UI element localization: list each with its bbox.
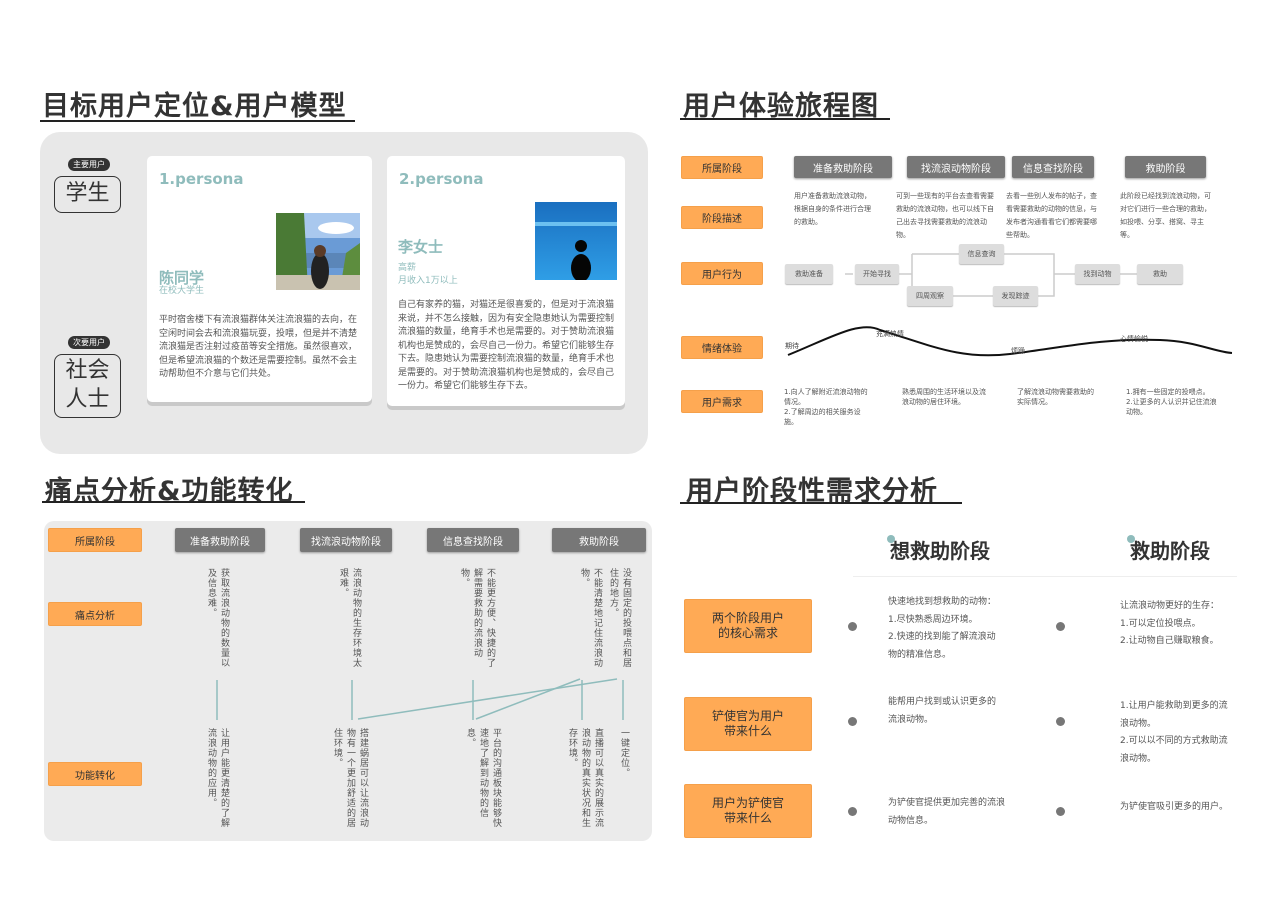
persona-description: 平时宿舍楼下有流浪猫群体关注流浪猫的去向，在空闲时间会去和流浪猫玩耍，投喂，但是… xyxy=(159,315,358,379)
persona-title: 2.persona xyxy=(399,170,484,188)
needs-section-title: 用户阶段性需求分析 xyxy=(686,476,938,507)
needs-cell: 能帮用户找到或认识更多的流浪动物。 xyxy=(888,697,997,725)
persona-income: 月收入1万以上 xyxy=(398,276,458,286)
pain-label-function: 功能转化 xyxy=(48,762,142,786)
action-observe: 四周观察 xyxy=(907,286,953,306)
column-header-want-rescue: 想救助阶段 xyxy=(890,539,990,563)
persona-description: 自己有家养的猫，对猫还是很喜爱的，但是对于流浪猫来说，并不怎么接触，因为有安全隐… xyxy=(398,300,615,391)
persona-title: 1.persona xyxy=(159,170,244,188)
action-rescue: 救助 xyxy=(1137,264,1183,284)
pain-stage-rescue: 救助阶段 xyxy=(552,528,646,552)
pain-point: 不能清楚地记住流浪动物。 xyxy=(579,568,602,668)
persona-section-title: 目标用户定位&用户模型 xyxy=(42,91,347,122)
persona-occupation: 在校大学生 xyxy=(159,286,205,296)
journey-stage-find: 找流浪动物阶段 xyxy=(907,156,1005,178)
journey-label-needs: 用户需求 xyxy=(681,390,763,413)
pain-stage-prepare: 准备救助阶段 xyxy=(175,528,265,552)
header-divider xyxy=(853,576,1237,577)
journey-desc: 去看一些别人发布的帖子，查看需要救助的动物的信息，与发布者沟通看看它们都需要哪些… xyxy=(1006,192,1097,239)
needs-cell: 为铲使官提供更加完善的流浪动物信息。 xyxy=(888,798,1006,826)
persona-name: 李女士 xyxy=(398,238,444,256)
persona-income-level: 高薪 xyxy=(398,263,417,273)
function-item: 搭建蜗居可以让流浪动物有一个更加舒适的居住环境。 xyxy=(332,728,368,828)
action-info-query: 信息查询 xyxy=(959,244,1004,264)
emotion-curve xyxy=(787,326,1233,357)
bullet-dot-icon xyxy=(848,807,857,816)
pain-label-stage: 所属阶段 xyxy=(48,528,142,552)
action-find-animal: 找到动物 xyxy=(1075,264,1120,284)
teal-dot-icon xyxy=(1127,535,1135,543)
needs-row-label: 铲使官为用户 带来什么 xyxy=(684,697,812,751)
column-header-rescue: 救助阶段 xyxy=(1130,539,1210,563)
bullet-dot-icon xyxy=(1056,807,1065,816)
needs-cell: 为铲使官吸引更多的用户。 xyxy=(1120,802,1229,812)
emotion-label: 充满热情 xyxy=(876,330,904,338)
action-find-trace: 发现踪迹 xyxy=(993,286,1038,306)
bullet-dot-icon xyxy=(1056,717,1065,726)
journey-section-title: 用户体验旅程图 xyxy=(683,91,879,122)
journey-need: 1.向人了解附近流浪动物的情况。 2.了解周边的相关服务设施。 xyxy=(784,388,868,426)
primary-user-box: 学生 xyxy=(54,176,121,213)
secondary-user-box: 社会人士 xyxy=(54,354,121,418)
title-underline xyxy=(40,120,355,122)
function-item: 让用户能更清楚的了解流浪动物的应用。 xyxy=(206,728,229,828)
needs-cell: 让流浪动物更好的生存： 1.可以定位投喂点。 2.让动物自己赚取粮食。 xyxy=(1120,601,1220,646)
action-start-search: 开始寻找 xyxy=(855,264,899,284)
pain-point: 不能更方便、快捷的了解需要救助的流浪动物。 xyxy=(459,568,495,668)
journey-label-stage: 所属阶段 xyxy=(681,156,763,179)
pain-point: 获取流浪动物的数量以及信息难。 xyxy=(206,568,229,668)
journey-stage-info: 信息查找阶段 xyxy=(1012,156,1094,178)
journey-label-behavior: 用户行为 xyxy=(681,262,763,285)
bullet-dot-icon xyxy=(1056,622,1065,631)
journey-need: 1.拥有一些固定的投喂点。 2.让更多的人认识并记住流浪动物。 xyxy=(1126,388,1217,416)
journey-stage-rescue: 救助阶段 xyxy=(1125,156,1206,178)
emotion-label: 心情愉悦 xyxy=(1120,335,1148,343)
pain-stage-info: 信息查找阶段 xyxy=(427,528,519,552)
title-underline xyxy=(680,502,962,504)
journey-label-emotion: 情绪体验 xyxy=(681,336,763,359)
journey-need: 熟悉周围的生活环境以及流浪动物的居住环境。 xyxy=(902,388,986,406)
function-item: 平台的沟通板块能够快速地了解到动物的信息。 xyxy=(465,728,501,828)
title-underline xyxy=(42,501,305,503)
journey-desc: 可到一些现有的平台去查看需要救助的流浪动物，也可以线下自己出去寻找需要救助的流浪… xyxy=(896,192,994,239)
function-item: 一键定位。 xyxy=(619,728,629,778)
emotion-label: 烦躁 xyxy=(1011,347,1025,355)
secondary-user-tag: 次要用户 xyxy=(68,336,110,349)
pain-panel xyxy=(44,521,652,841)
function-item: 直播可以真实的展示流浪动物的真实状况和生存环境。 xyxy=(567,728,603,828)
needs-row-label: 用户为铲使官 带来什么 xyxy=(684,784,812,838)
journey-desc: 此阶段已经找到流浪动物，可对它们进行一些合理的救助，如投喂、分享、搭窝、寻主等。 xyxy=(1120,192,1211,239)
persona-card-1: 1.persona 陈同学 在校大学生 平时宿舍楼下有流浪猫群体关注流浪猫的去向… xyxy=(147,156,372,402)
journey-stage-prepare: 准备救助阶段 xyxy=(794,156,892,178)
pain-label-pain: 痛点分析 xyxy=(48,602,142,626)
persona-photo xyxy=(535,202,617,280)
primary-user-tag: 主要用户 xyxy=(68,158,110,171)
persona-name: 陈同学 xyxy=(159,269,205,287)
pain-point: 流浪动物的生存环境太艰难。 xyxy=(338,568,361,668)
action-prepare: 救助准备 xyxy=(785,264,833,284)
needs-row-label: 两个阶段用户 的核心需求 xyxy=(684,599,812,653)
bullet-dot-icon xyxy=(848,622,857,631)
emotion-label: 期待 xyxy=(785,342,799,350)
persona-photo xyxy=(276,213,360,290)
persona-card-2: 2.persona 李女士 高薪 月收入1万以上 自己有家养的猫，对猫还是很喜爱… xyxy=(387,156,625,406)
bullet-dot-icon xyxy=(848,717,857,726)
teal-dot-icon xyxy=(887,535,895,543)
needs-cell: 快速地找到想救助的动物： 1.尽快熟悉周边环境。 2.快速的找到能了解流浪动物的… xyxy=(888,597,997,660)
needs-cell: 1.让用户能救助到更多的流浪动物。 2.可以以不同的方式救助流浪动物。 xyxy=(1120,701,1228,764)
journey-label-description: 阶段描述 xyxy=(681,206,763,229)
title-underline xyxy=(680,118,890,120)
journey-need: 了解流浪动物需要救助的实际情况。 xyxy=(1017,388,1094,406)
pain-stage-find: 找流浪动物阶段 xyxy=(300,528,392,552)
journey-desc: 用户准备救助流浪动物，根据自身的条件进行合理的救助。 xyxy=(794,192,871,226)
pain-point: 没有固定的投喂点和居住的地方。 xyxy=(608,568,631,668)
